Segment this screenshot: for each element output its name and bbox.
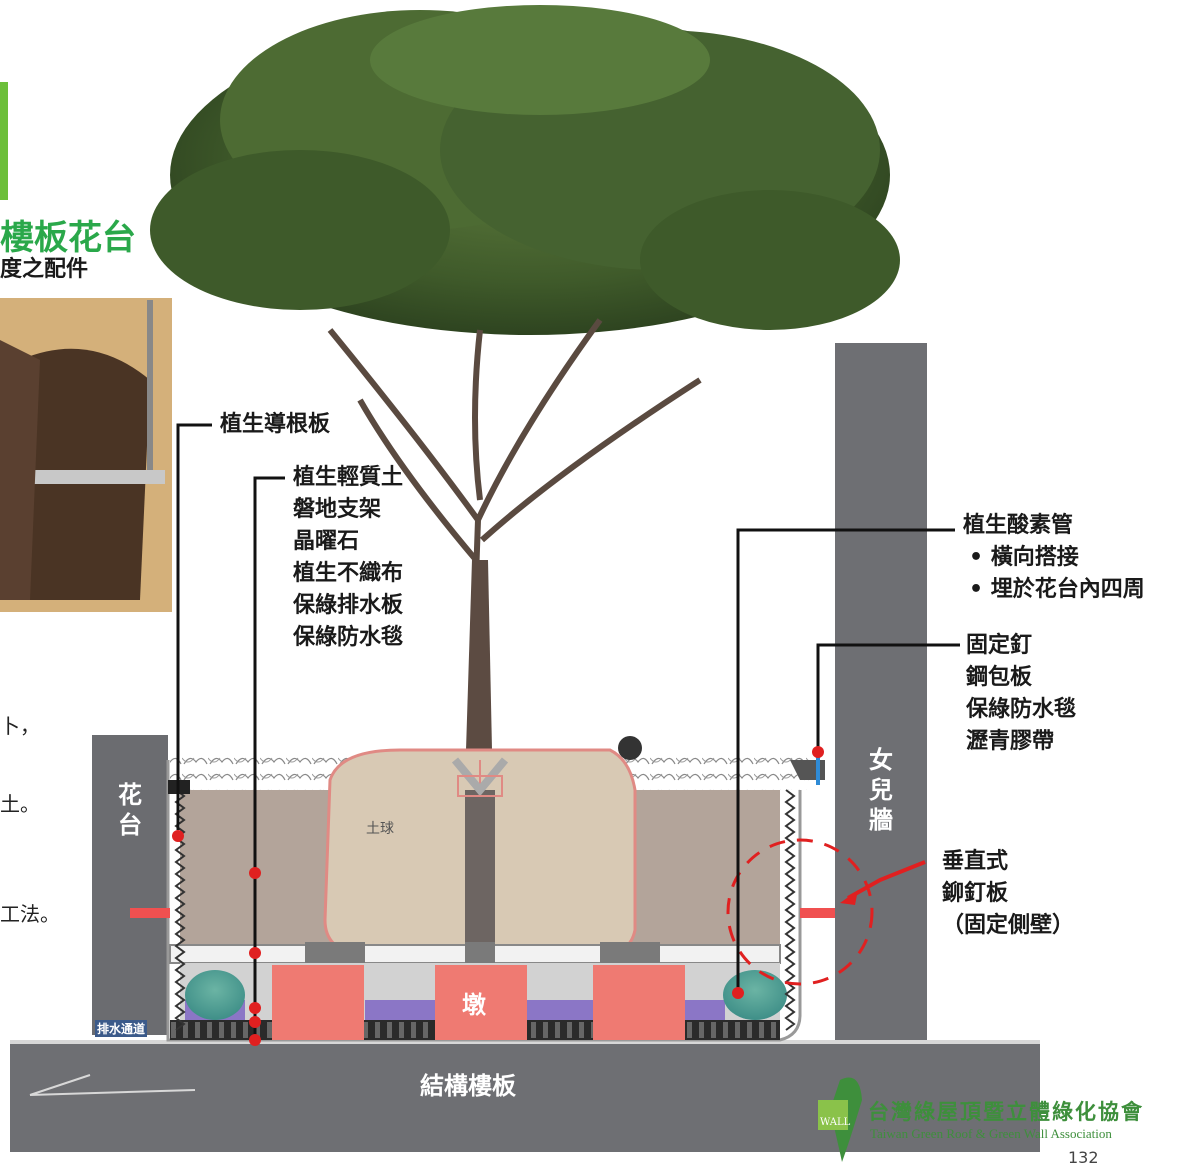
label-slab: 結構樓板 bbox=[420, 1072, 516, 1100]
label-oxygen-note-1: • 橫向搭接 bbox=[969, 545, 1079, 570]
label-pier: 墩 bbox=[462, 991, 486, 1019]
label-oxygen-pipe: 植生酸素管 bbox=[963, 513, 1074, 538]
label-vertical: 垂直式 bbox=[942, 849, 1009, 874]
planter-photo bbox=[0, 298, 172, 612]
label-fixing-nail: 固定釘 bbox=[966, 633, 1033, 658]
side-text-1: 卜， bbox=[0, 714, 40, 738]
root-guide-spring-left bbox=[174, 789, 186, 1031]
rivet-spring-right bbox=[784, 789, 796, 1031]
association-logo-mark: WALL bbox=[818, 1077, 862, 1162]
soil-layer-list: 植生輕質土 磐地支架 晶曜石 植生不織布 保綠排水板 保綠防水毯 bbox=[293, 462, 403, 654]
rivet-callout: 垂直式 鉚釘板 （固定側壁） bbox=[942, 846, 1074, 942]
center-post bbox=[465, 790, 495, 960]
label-nonwoven: 植生不織布 bbox=[293, 561, 404, 586]
planter-wall bbox=[92, 735, 168, 1035]
rivet-callout-circle bbox=[726, 838, 874, 986]
label-waterproof: 保綠防水毯 bbox=[293, 625, 404, 650]
label-waterproof-2: 保綠防水毯 bbox=[966, 697, 1077, 722]
label-steel-cap: 鋼包板 bbox=[966, 665, 1033, 690]
page-number: 132 bbox=[1068, 1148, 1099, 1167]
structural-slab bbox=[10, 1040, 1040, 1152]
oxygen-pipe-callout: 植生酸素管 • 橫向搭接 • 埋於花台內四周 bbox=[963, 510, 1145, 606]
label-asphalt-tape: 瀝青膠帶 bbox=[966, 729, 1055, 754]
header-title: 樓板花台 bbox=[0, 218, 136, 258]
leader-dots bbox=[172, 746, 824, 1046]
label-oxygen-note-2: • 埋於花台內四周 bbox=[969, 577, 1145, 602]
label-drain-channel: 排水通道 bbox=[95, 1020, 148, 1037]
logo-title: 台灣綠屋頂暨立體綠化協會 bbox=[868, 1099, 1144, 1124]
header-accent-bar bbox=[0, 82, 8, 200]
label-rivet-board: 鉚釘板 bbox=[942, 881, 1009, 906]
label-crystal-stone: 晶曜石 bbox=[293, 529, 360, 554]
leader-lines bbox=[176, 423, 960, 1040]
label-fix-side: （固定側壁） bbox=[942, 913, 1075, 938]
svg-text:WALL: WALL bbox=[820, 1117, 851, 1128]
label-support: 磐地支架 bbox=[293, 497, 382, 522]
side-text-2: 土。 bbox=[0, 792, 40, 816]
label-parapet: 女兒牆 bbox=[869, 746, 893, 834]
label-planter: 花台 bbox=[118, 781, 142, 839]
pipe-outlet bbox=[618, 736, 642, 760]
label-soil: 植生輕質土 bbox=[293, 465, 404, 490]
slab-symbol bbox=[29, 1074, 196, 1096]
crystal-stone-left bbox=[185, 970, 245, 1020]
side-text-3: 工法。 bbox=[0, 902, 60, 926]
label-root-ball: 土球 bbox=[366, 821, 394, 837]
tree bbox=[150, 5, 900, 751]
header-subtitle: 度之配件 bbox=[0, 257, 89, 282]
label-root-guide: 植生導根板 bbox=[220, 412, 331, 437]
logo-subtitle: Taiwan Green Roof & Green Wall Associati… bbox=[870, 1126, 1112, 1141]
parapet-wall bbox=[835, 343, 927, 1043]
fixing-callout: 固定釘 鋼包板 保綠防水毯 瀝青膠帶 bbox=[966, 630, 1076, 758]
label-drain-board: 保綠排水板 bbox=[293, 593, 404, 618]
